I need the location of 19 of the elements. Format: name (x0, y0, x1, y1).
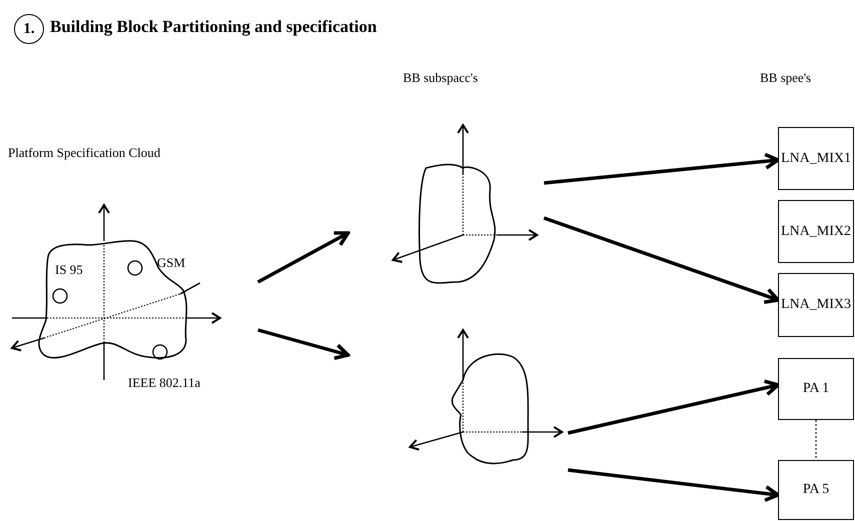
standard-label: IS 95 (55, 262, 83, 278)
block-box: PA 5 (778, 460, 854, 520)
block-box: PA 1 (778, 358, 854, 420)
block-box: LNA_MIX2 (778, 200, 854, 263)
arrow (258, 328, 350, 360)
column-heading: BB spee's (760, 70, 812, 86)
cloud-heading: Platform Specification Cloud (8, 145, 160, 161)
arrow (543, 216, 780, 304)
block-box: LNA_MIX3 (778, 273, 854, 337)
standard-label: IEEE 802.11a (128, 375, 200, 391)
arrow (568, 468, 780, 502)
standard-label: GSM (157, 255, 186, 271)
column-heading: BB subspacc's (403, 70, 478, 86)
diagram-title: Building Block Partitioning and specification (50, 17, 377, 37)
arrow (544, 152, 780, 185)
circled-number: 1. (14, 14, 44, 44)
arrow (257, 231, 350, 284)
arrow (568, 379, 780, 435)
block-box: LNA_MIX1 (778, 127, 854, 190)
